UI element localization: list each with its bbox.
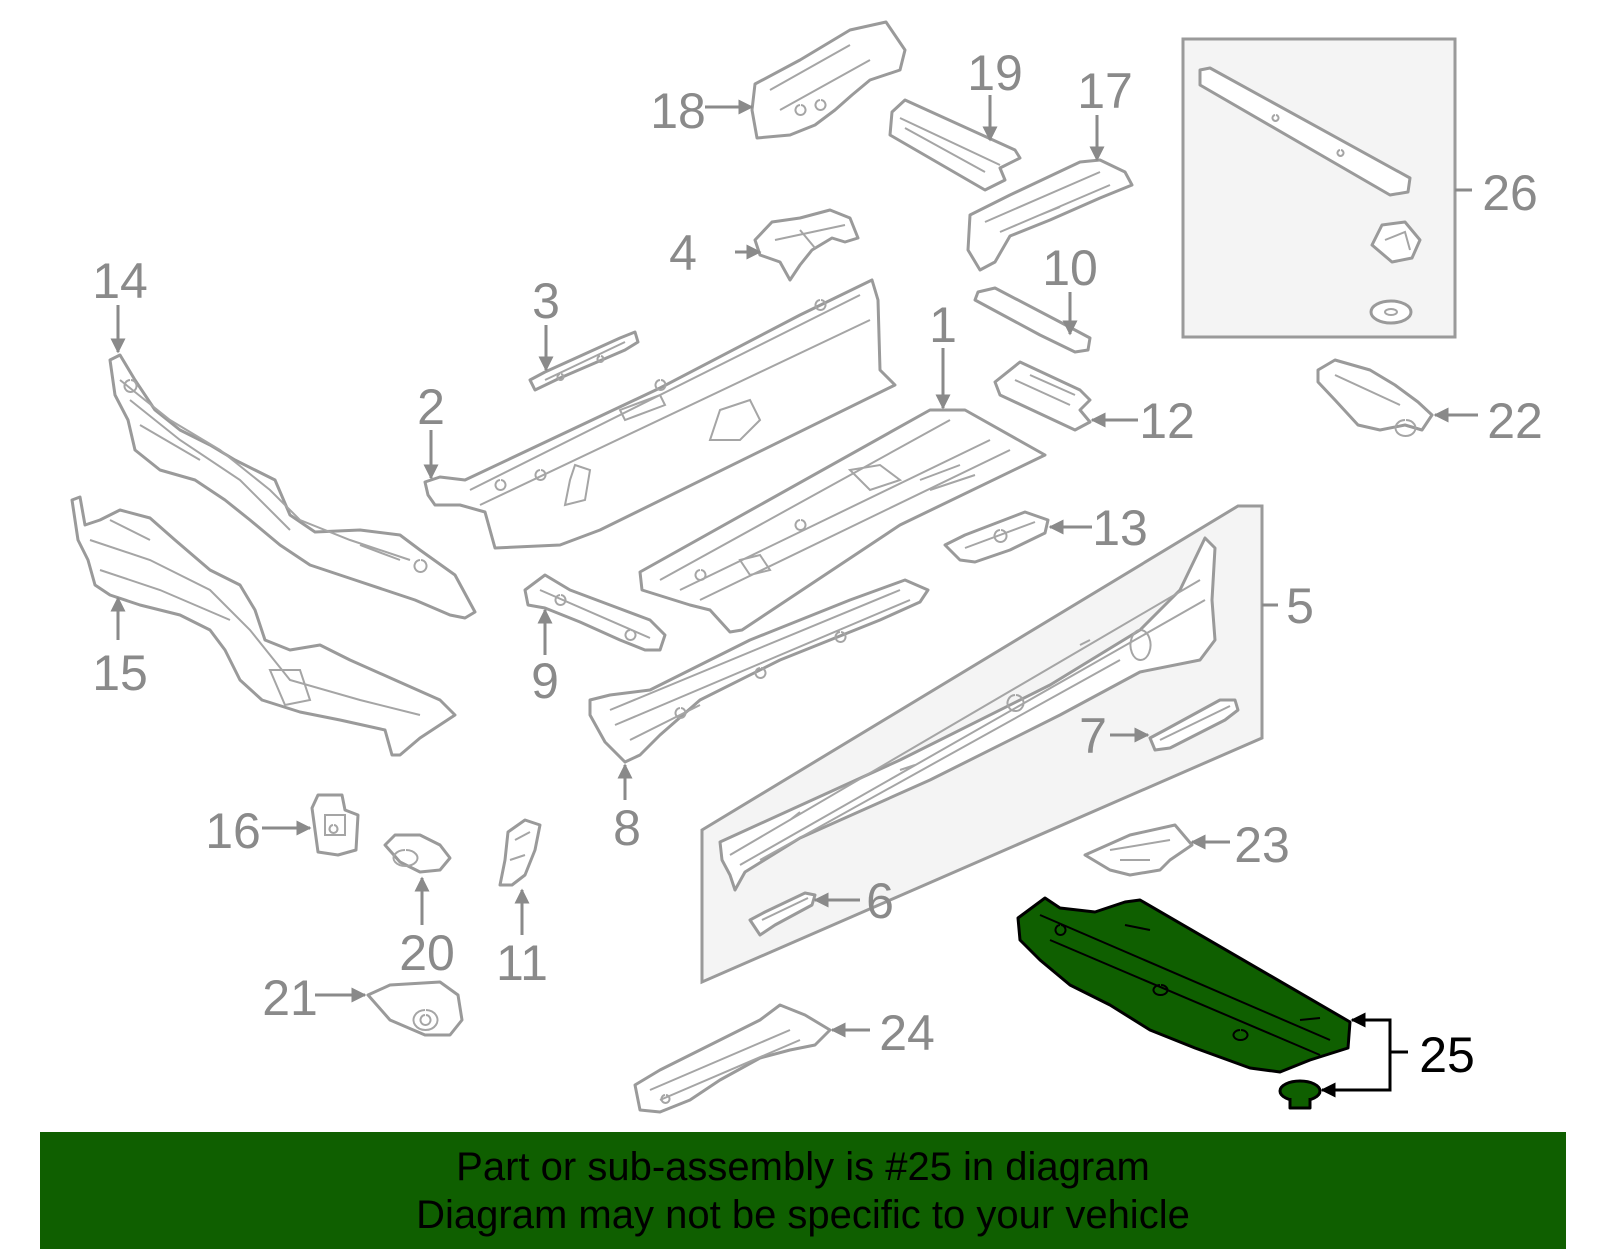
part-13[interactable] [943,510,1050,564]
callout-18: 18 [650,83,706,139]
part-11[interactable] [498,818,542,887]
callout-5: 5 [1286,578,1314,634]
part-22[interactable] [1316,358,1434,437]
part-26-plug[interactable] [1369,299,1413,325]
part-20[interactable] [383,833,452,874]
part-19[interactable] [888,98,1022,192]
part-1[interactable] [638,408,1047,634]
part-2[interactable] [423,278,897,550]
callout-8: 8 [613,800,641,856]
part-18[interactable] [750,20,907,140]
callout-13: 13 [1092,500,1148,556]
callout-16: 16 [205,803,261,859]
callout-4: 4 [669,225,697,281]
part-21[interactable] [366,980,464,1037]
callout-15: 15 [92,645,148,701]
part-9[interactable] [523,573,667,652]
part-3[interactable] [528,330,640,392]
part-14[interactable] [108,353,477,620]
callout-25: 25 [1419,1027,1475,1083]
part-26-bracket[interactable] [1370,220,1422,264]
part-26-bar[interactable] [1198,66,1412,197]
callout-24: 24 [879,1005,935,1061]
callout-23: 23 [1234,817,1290,873]
banner-line-1: Part or sub-assembly is #25 in diagram [456,1144,1150,1189]
part-5[interactable] [718,536,1217,892]
callout-10: 10 [1042,240,1098,296]
part-17[interactable] [966,158,1134,272]
leader-lines [110,95,1478,1098]
part-25-clip[interactable] [1278,1079,1322,1110]
callout-2: 2 [417,379,445,435]
callout-11: 11 [496,935,548,991]
callout-26: 26 [1482,165,1538,221]
part-24[interactable] [633,1003,832,1114]
callout-20: 20 [399,925,455,981]
callout-3: 3 [532,273,560,329]
info-banner: Part or sub-assembly is #25 in diagram D… [40,1132,1566,1249]
callout-21: 21 [262,970,318,1026]
callout-19: 19 [967,45,1023,101]
part-15[interactable] [70,495,457,757]
callout-7: 7 [1079,708,1107,764]
part-8[interactable] [588,578,930,764]
part-25[interactable] [1016,896,1352,1074]
callout-22: 22 [1487,393,1543,449]
part-23[interactable] [1083,823,1194,877]
callout-14: 14 [92,253,148,309]
callout-12: 12 [1139,393,1195,449]
banner-line-2: Diagram may not be specific to your vehi… [416,1192,1190,1237]
part-10[interactable] [973,286,1092,354]
callout-17: 17 [1077,63,1133,119]
part-4[interactable] [753,208,860,282]
part-12[interactable] [993,360,1092,432]
callout-1: 1 [929,297,957,353]
callout-9: 9 [531,653,559,709]
part-7[interactable] [1148,698,1240,752]
callouts: 1 2 3 4 5 6 7 8 9 10 11 12 13 14 15 16 1… [92,45,1543,1083]
callout-6: 6 [866,873,894,929]
part-16[interactable] [310,793,360,857]
